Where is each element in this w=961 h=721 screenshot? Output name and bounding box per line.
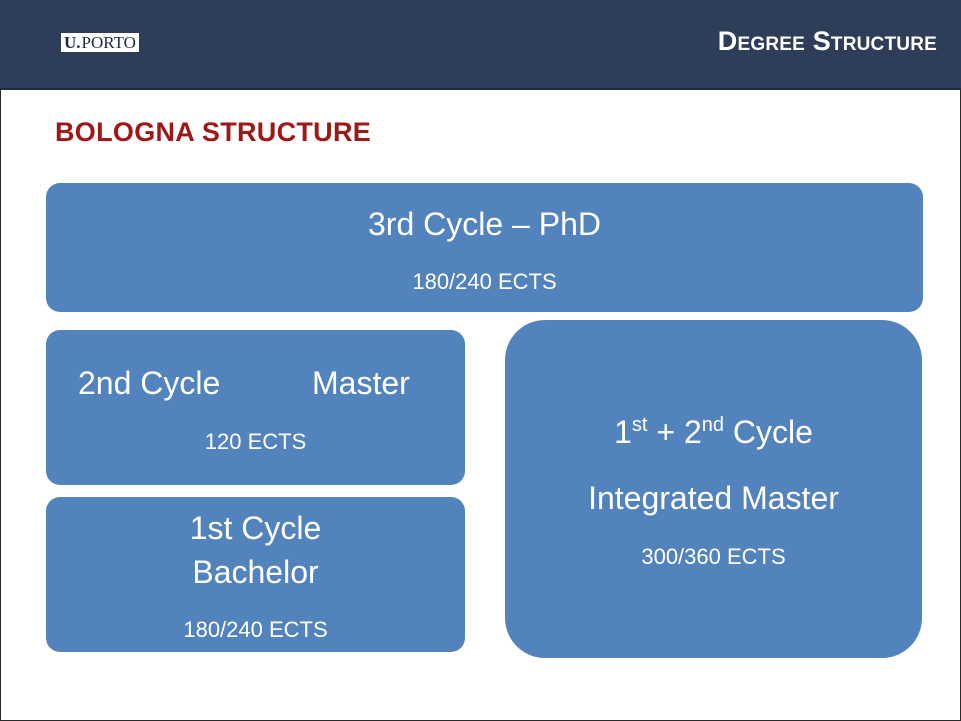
integrated-credits: 300/360 ECTS [641,544,786,569]
integrated-plus: + 2 [647,414,702,450]
bachelor-cycle: 1st Cycle [189,510,322,546]
master-degree: Master [312,365,410,401]
bachelor-box: 1st Cycle Bachelor 180/240 ECTS [46,497,465,652]
master-credits: 120 ECTS [204,429,307,454]
phd-title: 3rd Cycle – PhD [368,206,601,242]
master-box: 2nd Cycle Master 120 ECTS [46,330,465,485]
phd-credits: 180/240 ECTS [412,269,557,294]
integrated-master-box: 1st + 2nd Cycle Integrated Master 300/36… [505,320,922,658]
integrated-first-sup: st [631,414,648,436]
integrated-second-sup: nd [701,414,724,436]
integrated-cycle: 1st + 2nd Cycle [505,413,922,451]
integrated-first-num: 1 [614,414,632,450]
bachelor-degree: Bachelor [192,554,319,590]
uporto-logo: U. PORTO [61,33,139,52]
bachelor-credits: 180/240 ECTS [183,617,328,642]
logo-porto: PORTO [81,33,136,52]
header-title: Degree Structure [717,26,937,56]
integrated-cycle-word: Cycle [723,414,813,450]
master-cycle: 2nd Cycle [78,365,221,401]
section-title: BOLOGNA STRUCTURE [55,117,372,147]
slide-header: U. PORTO Degree Structure [0,0,961,90]
logo-u: U. [64,33,81,52]
integrated-degree: Integrated Master [588,480,839,516]
phd-box: 3rd Cycle – PhD 180/240 ECTS [46,183,923,312]
